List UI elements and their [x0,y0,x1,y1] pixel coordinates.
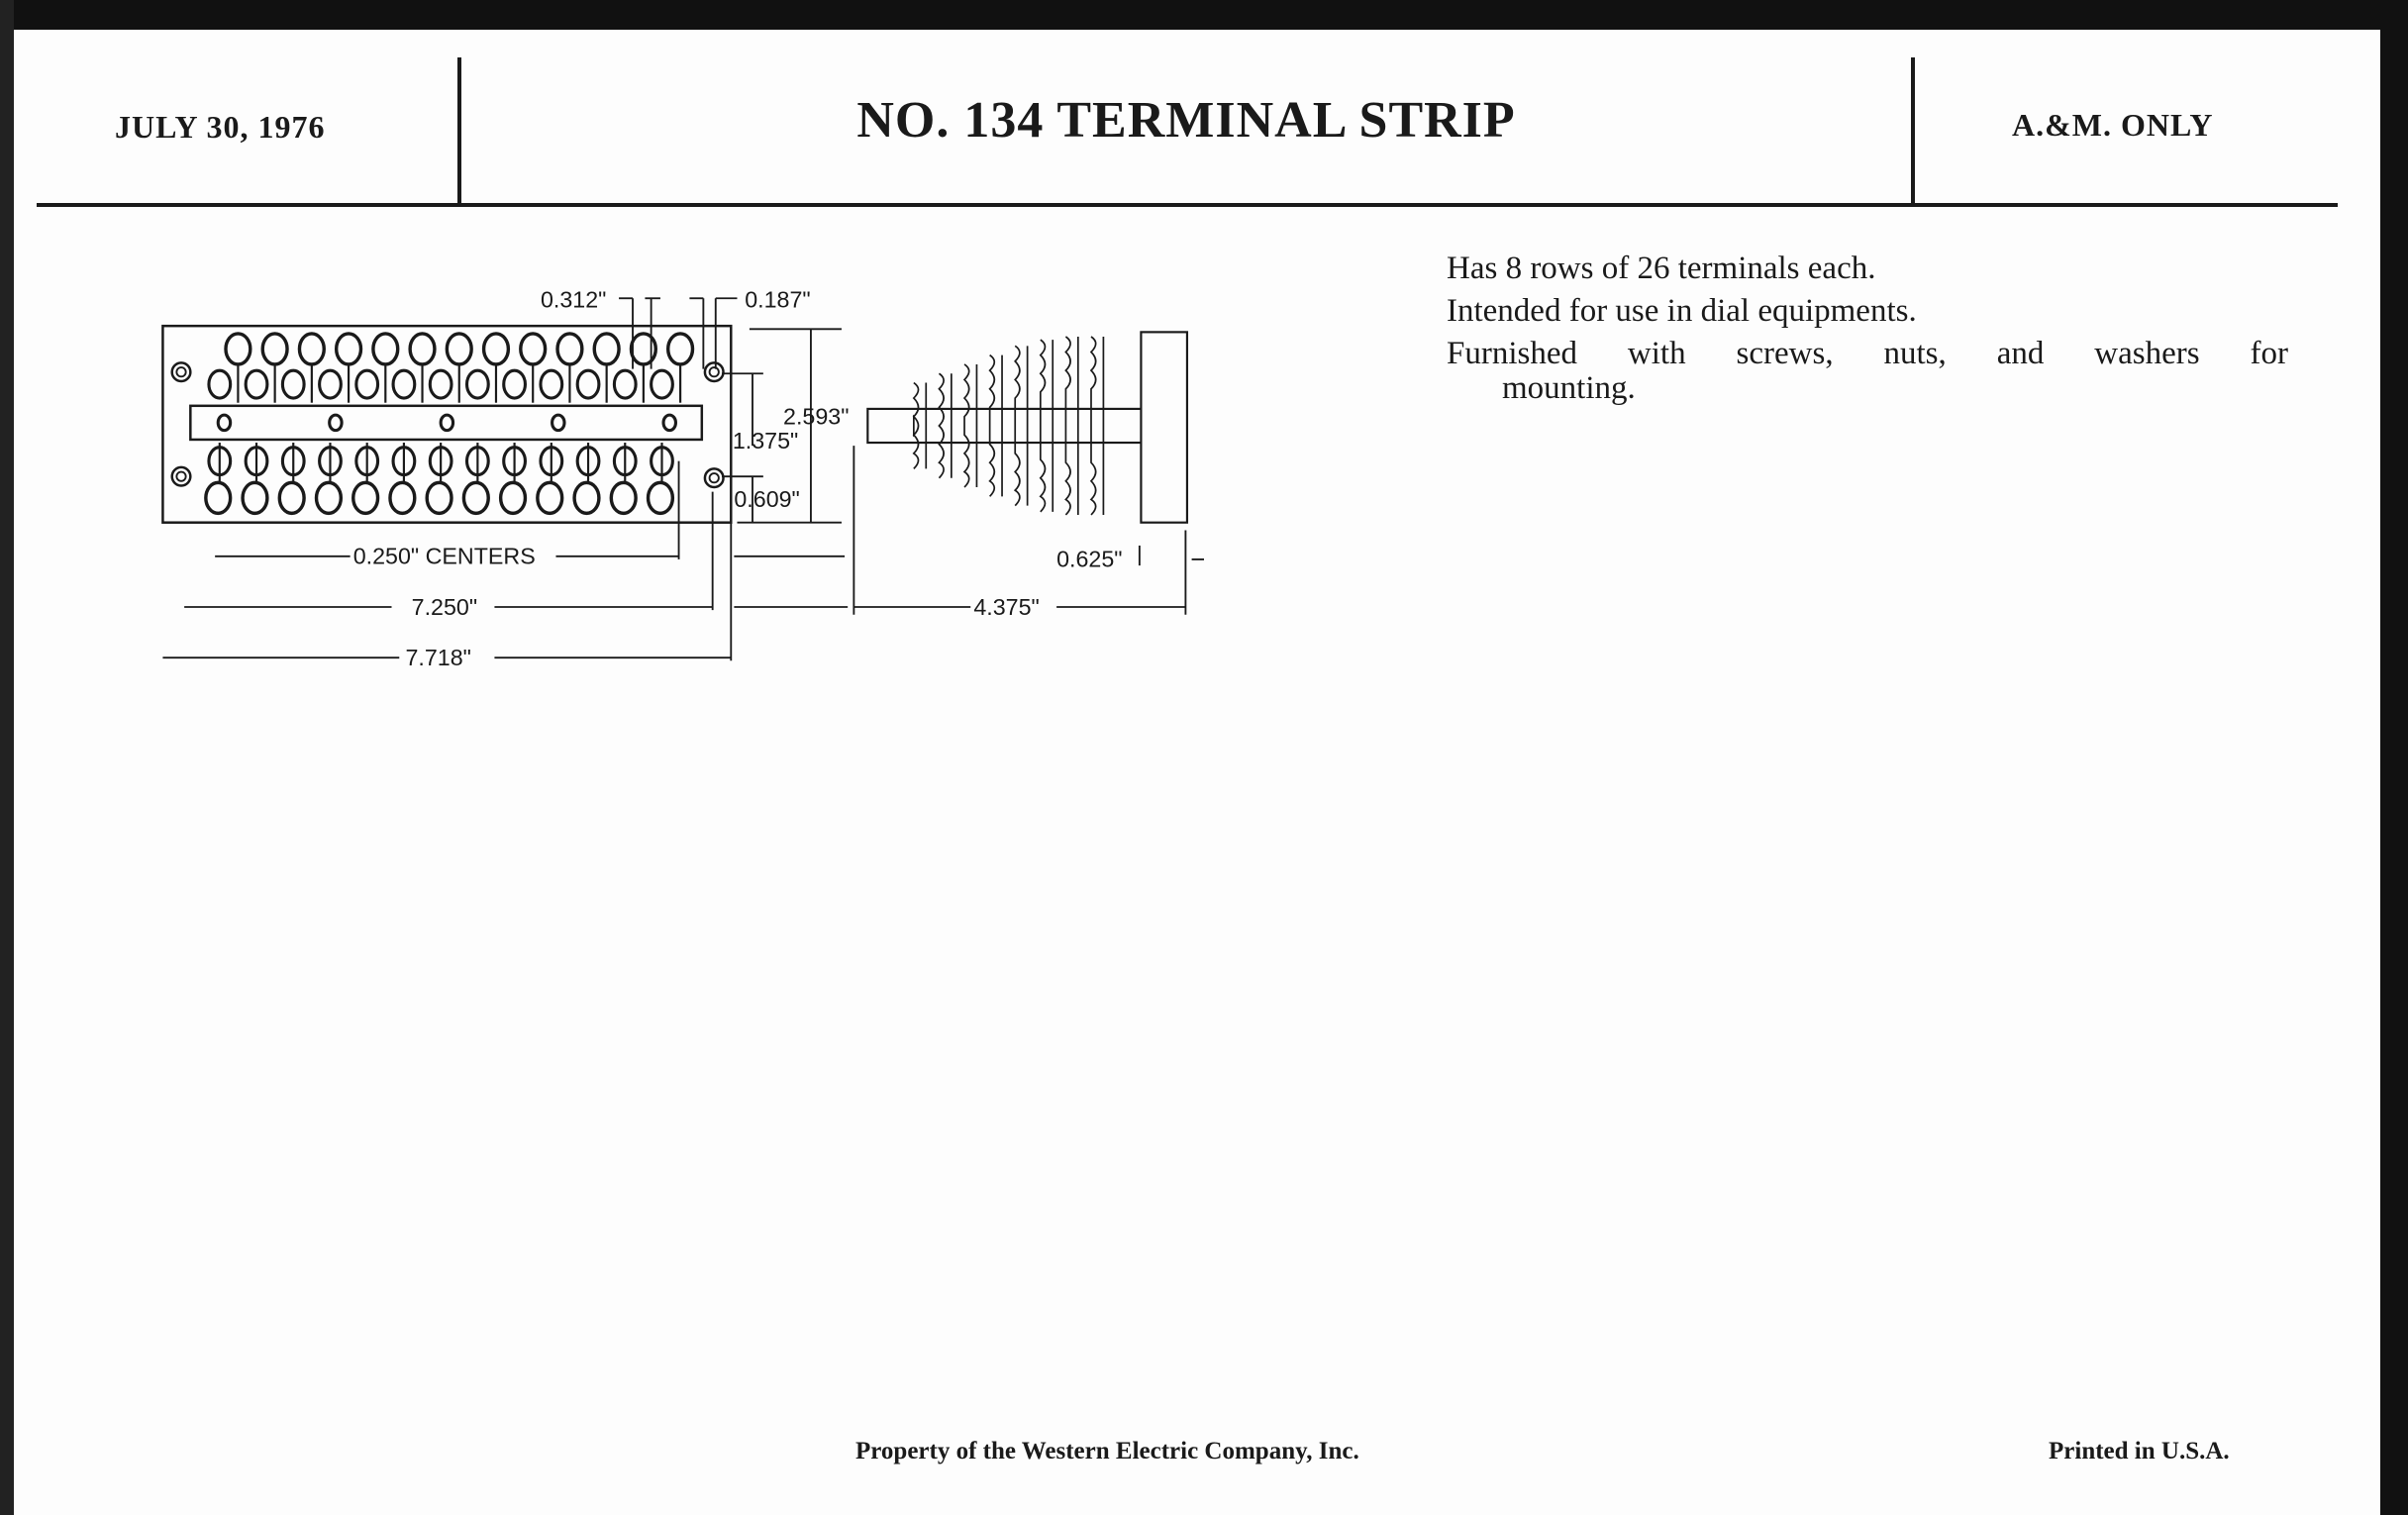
terminal-bottom-outer [425,480,453,516]
terminal-top-inner [428,368,453,400]
dimension-0625: 0.625" [1056,547,1122,572]
property-notice: Property of the Western Electric Company… [855,1438,1359,1464]
header-divider [457,57,461,204]
description-line: Furnished with screws, nuts, and washers… [1447,336,2288,371]
terminal-bottom-outer [536,480,564,516]
terminal-top-outer [297,332,326,366]
mounting-hole [170,465,192,487]
side-terminal-spring [1064,336,1079,516]
header-rule [37,203,2338,207]
dimension-0187: 0.187" [745,287,810,313]
dimension-4375: 4.375" [973,594,1039,620]
mounting-hole [170,361,192,383]
scope-label: A.&M. ONLY [2012,107,2214,143]
mounting-hole [703,361,725,383]
terminal-top-inner [575,368,601,400]
terminal-top-inner [612,368,638,400]
terminal-bottom-outer [277,480,306,516]
terminal-top-outer [445,332,473,366]
terminal-top-outer [519,332,548,366]
side-terminal-spring [912,381,928,470]
description-line: Intended for use in dial equipments. [1447,293,1917,329]
side-terminal-spring [1039,339,1054,513]
terminal-top-inner [280,368,306,400]
dimension-2593: 2.593" [783,403,849,429]
terminal-bottom-outer [572,480,601,516]
terminal-bottom-outer [241,480,269,516]
terminal-top-outer [260,332,289,366]
mounting-hole-inner [708,472,720,484]
terminal-bottom-outer [646,480,675,516]
dimension-0609: 0.609" [734,486,799,512]
mounting-hole-inner [175,366,187,378]
dimension-7718: 7.718" [405,645,470,670]
terminal-top-inner [502,368,527,400]
scan-top-border [0,0,2408,30]
terminal-top-inner [244,368,269,400]
terminal-top-inner [207,368,233,400]
terminal-top-inner [391,368,417,400]
center-bar [189,404,704,442]
terminal-top-outer [665,332,695,366]
side-terminal-spring [988,354,1003,497]
strip-base-outline [161,324,733,524]
printed-in: Printed in U.S.A. [2049,1438,2230,1464]
terminal-bottom-outer [388,480,417,516]
side-terminal-spring [1089,336,1105,516]
mounting-hole-inner [175,470,187,482]
dimension-0312: 0.312" [541,287,606,313]
scan-left-border [0,0,14,1515]
mounting-hole [703,467,725,489]
terminal-top-outer [592,332,621,366]
terminal-bottom-outer [609,480,638,516]
terminal-top-inner [539,368,564,400]
terminal-bottom-outer [498,480,528,516]
terminal-top-inner [318,368,343,400]
issue-date: JULY 30, 1976 [115,109,326,145]
terminal-top-outer [334,332,363,366]
side-terminal-spring [962,363,978,488]
terminal-top-inner [354,368,380,400]
description-line: Has 8 rows of 26 terminals each. [1447,251,1876,286]
bar-screw [439,413,455,433]
dimension-centers: 0.250" CENTERS [353,544,536,569]
terminal-top-inner [464,368,490,400]
side-mount-block [1140,331,1189,524]
terminal-top-outer [408,332,437,366]
description: Has 8 rows of 26 terminals each. Intende… [1447,248,2288,410]
bar-screw [328,413,344,433]
page-title: NO. 134 TERMINAL STRIP [856,92,1516,149]
terminal-top-inner [650,368,674,400]
bar-screw [216,413,233,433]
terminal-bottom-outer [314,480,344,516]
terminal-top-outer [371,332,400,366]
bar-screw [661,413,677,433]
scan-right-border [2380,0,2408,1515]
terminal-top-outer [555,332,584,366]
terminal-top-outer [481,332,511,366]
terminal-top-outer [224,332,252,366]
side-terminal-spring [1013,345,1029,507]
bar-screw [551,413,566,433]
terminal-bottom-outer [204,480,233,516]
side-terminal-spring [938,372,953,479]
terminal-bottom-outer [461,480,490,516]
mounting-hole-inner [708,366,720,378]
header-divider [1911,57,1915,204]
dimension-1375: 1.375" [733,428,798,454]
terminal-bottom-outer [351,480,380,516]
dimension-7250: 7.250" [412,594,477,620]
description-line: mounting. [1502,370,1636,406]
